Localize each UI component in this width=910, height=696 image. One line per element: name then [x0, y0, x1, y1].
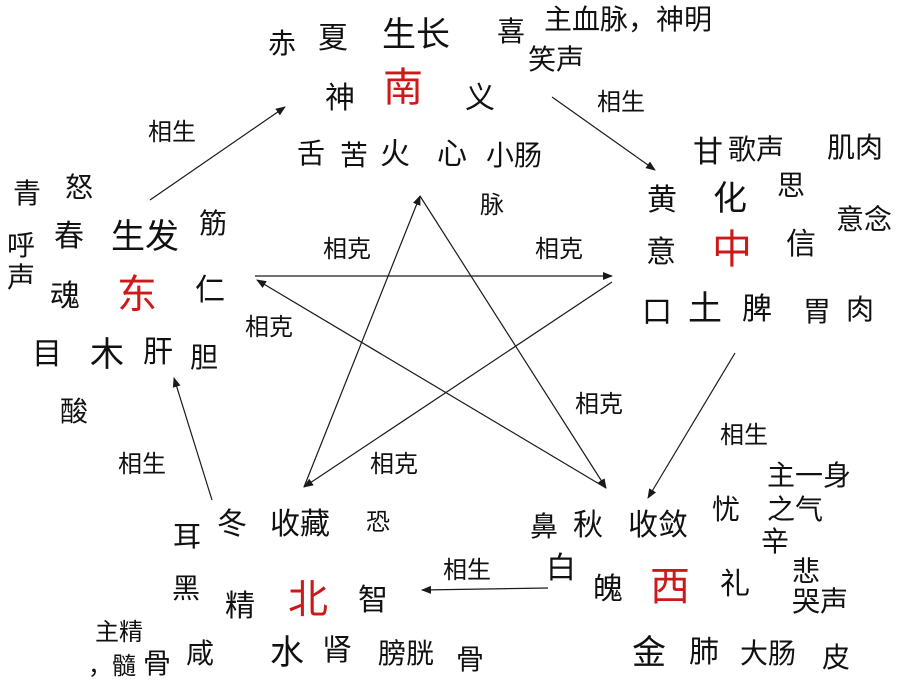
ke-label-4: 相克 [575, 390, 623, 418]
west-action: 收敛 [628, 508, 688, 543]
west-sound: 哭声 [792, 585, 849, 618]
sheng-arrow-north-east [172, 377, 213, 501]
east-sound-a: 呼 [7, 229, 36, 262]
north-taste: 咸 [186, 637, 215, 670]
south-color: 赤 [268, 27, 297, 60]
sheng-arrow-south-center [551, 96, 656, 171]
south-spirit: 神 [325, 81, 355, 116]
center-emotion: 思 [777, 169, 806, 202]
north-tissue2: 骨 [456, 643, 485, 676]
west-emotion2: 悲 [792, 555, 821, 588]
north-zang: 肾 [322, 633, 352, 668]
east-emotion: 怒 [65, 171, 94, 204]
west-emotion: 忧 [712, 493, 741, 526]
east-action: 生发 [111, 217, 179, 257]
east-color: 青 [13, 177, 42, 210]
ke-arrow-south-west [419, 195, 607, 489]
north-function-b: ，髓 [88, 652, 136, 680]
sheng-label-south-center: 相生 [597, 88, 645, 116]
north-color: 黑 [172, 572, 201, 605]
west-function-a: 主一身 [767, 459, 852, 492]
ke-label-1: 相克 [323, 235, 371, 263]
west-virtue: 礼 [720, 567, 750, 602]
west-tissue: 皮 [822, 641, 851, 674]
west-sense: 鼻 [530, 510, 559, 543]
south-emotion: 喜 [497, 15, 526, 48]
center-taste: 甘 [693, 135, 723, 170]
south-action: 生长 [382, 15, 450, 55]
south-tissue: 脉 [480, 191, 504, 219]
sheng-label-east-south: 相生 [148, 118, 196, 146]
sheng-arrow-east-south [149, 106, 286, 201]
center-tissue2: 肉 [846, 293, 875, 326]
north-emotion: 恐 [366, 508, 390, 536]
north-element: 水 [270, 633, 304, 673]
center-zang: 脾 [742, 292, 772, 327]
sheng-arrow-center-west [647, 352, 736, 499]
north-fu: 膀胱 [378, 637, 435, 670]
center-sense: 口 [642, 295, 672, 330]
west-zang: 肺 [689, 635, 719, 670]
ke-arrow-center-north [303, 281, 613, 488]
west-direction: 西 [650, 564, 690, 610]
south-season: 夏 [318, 21, 348, 56]
north-virtue: 智 [358, 583, 388, 618]
south-direction: 南 [383, 65, 423, 111]
east-season: 春 [54, 219, 84, 254]
west-fu: 大肠 [740, 637, 797, 670]
north-action: 收藏 [270, 507, 330, 542]
center-action: 化 [713, 179, 747, 219]
south-virtue: 义 [465, 81, 495, 116]
east-tissue: 筋 [199, 207, 228, 240]
center-emotion2: 意念 [836, 203, 893, 236]
ke-label-5: 相克 [370, 450, 418, 478]
east-taste: 酸 [60, 395, 89, 428]
center-virtue: 信 [786, 227, 816, 262]
west-season: 秋 [573, 508, 603, 543]
south-element: 火 [380, 137, 410, 172]
north-direction: 北 [288, 577, 328, 623]
west-taste: 辛 [761, 525, 790, 558]
north-essence: 精 [225, 589, 255, 624]
west-function-b: 之气 [767, 493, 824, 526]
sheng-label-west-north: 相生 [443, 556, 491, 584]
center-direction: 中 [712, 227, 752, 273]
center-spirit: 意 [646, 235, 676, 270]
south-zang: 心 [437, 137, 467, 172]
east-direction: 东 [117, 272, 157, 318]
center-element: 土 [688, 289, 722, 329]
ke-label-2: 相克 [535, 235, 583, 263]
west-color: 白 [546, 551, 576, 586]
center-fu: 胃 [803, 295, 832, 328]
east-fu: 胆 [190, 341, 219, 374]
west-element: 金 [632, 633, 666, 673]
south-sense: 舌 [297, 137, 326, 170]
north-function-a: 主精 [95, 618, 143, 646]
east-element: 木 [90, 335, 124, 375]
east-virtue: 仁 [195, 273, 225, 308]
center-sound: 歌声 [728, 133, 785, 166]
south-fu: 小肠 [486, 139, 543, 172]
ke-label-3: 相克 [245, 313, 293, 341]
north-sense: 耳 [173, 520, 202, 553]
sheng-label-north-east: 相生 [118, 450, 166, 478]
east-sound-b: 声 [7, 261, 36, 294]
ke-arrow-west-east [256, 279, 607, 489]
south-taste: 苦 [340, 139, 369, 172]
center-color: 黄 [647, 183, 677, 218]
east-zang: 肝 [143, 335, 173, 370]
east-spirit: 魂 [50, 279, 80, 314]
north-tissue: 骨 [143, 647, 172, 680]
north-season: 冬 [217, 507, 247, 542]
ke-arrow-north-south [303, 195, 421, 488]
sheng-label-center-west: 相生 [720, 421, 768, 449]
sheng-arrow-west-north [421, 585, 549, 594]
south-sound: 笑声 [528, 43, 585, 76]
east-sense: 目 [32, 337, 62, 372]
south-function: 主血脉，神明 [544, 3, 713, 36]
west-spirit: 魄 [593, 572, 623, 607]
center-tissue: 肌肉 [827, 131, 884, 164]
